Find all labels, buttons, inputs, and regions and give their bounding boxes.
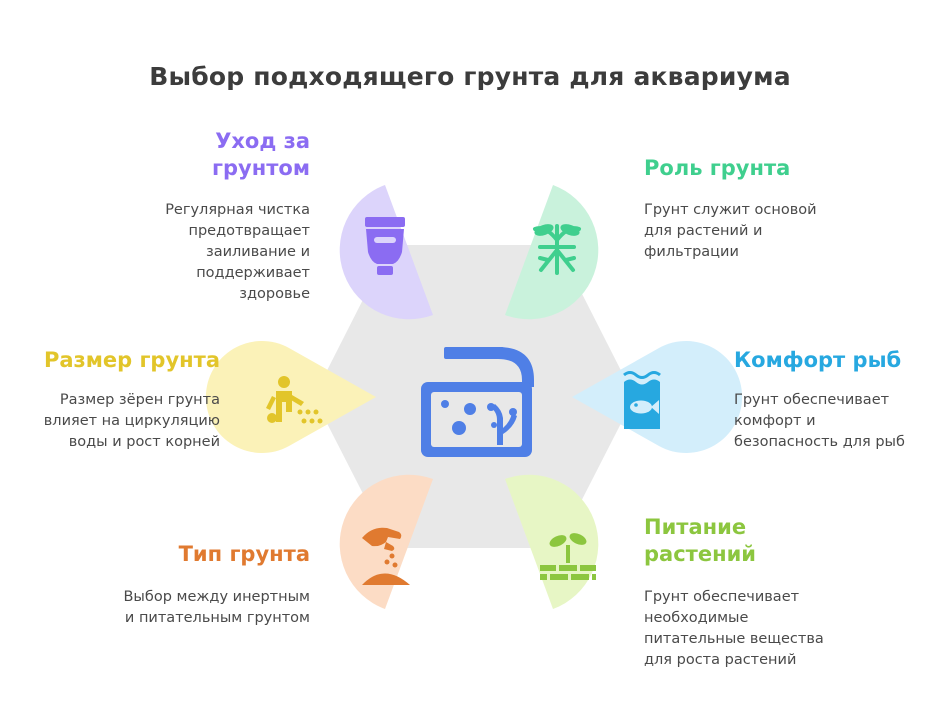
type-description: Выбор между инертным и питательным грунт… (123, 589, 310, 626)
type-heading: Тип грунта (178, 542, 310, 566)
hand-pouring-soil-icon (362, 527, 410, 585)
nutrition-heading: Питание растений (644, 515, 757, 566)
care-heading: Уход за грунтом (212, 129, 310, 180)
type-petal (339, 474, 433, 609)
diagram-title: Выбор подходящего грунта для аквариума (149, 62, 791, 91)
sprout-bricks-icon (540, 533, 596, 580)
role-petal (505, 185, 599, 320)
comfort-heading: Комфорт рыб (734, 348, 902, 372)
size-description: Размер зёрен грунта влияет на циркуляцию… (43, 392, 220, 450)
comfort-description: Грунт обеспечивает комфорт и безопасност… (734, 392, 905, 450)
vacuum-cleaner-icon (365, 217, 405, 275)
role-heading: Роль грунта (644, 156, 791, 180)
plant-roots-icon (533, 224, 581, 275)
care-description: Регулярная чистка предотвращает заиливан… (165, 202, 310, 302)
sand-granules-icon (266, 376, 323, 424)
nutrition-description: Грунт обеспечивает необходимые питательн… (644, 589, 824, 668)
size-heading: Размер грунта (43, 348, 220, 372)
role-description: Грунт служит основой для растений и филь… (644, 202, 817, 260)
aquarium-icon (421, 347, 534, 457)
fish-in-water-icon (623, 371, 661, 429)
